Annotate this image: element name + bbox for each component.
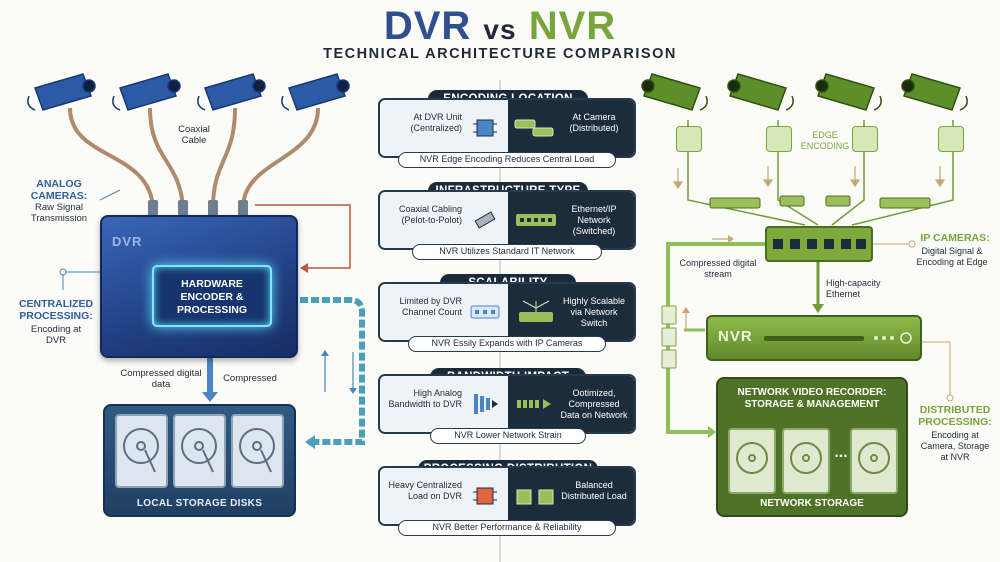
dvr-ports-icon — [470, 305, 500, 319]
processing-distribution-dvr: Heavy Centralized Load on DVR — [388, 480, 462, 501]
scalability-card: Limited by DVR Channel Count Highly Scal… — [378, 282, 636, 342]
infrastructure-type-dvr: Coaxial Cabling (Pelot-to-Polot) — [398, 204, 462, 225]
centralized-processing-title: CENTRALIZED PROCESSING: — [18, 298, 94, 322]
encoder-gear-icon — [766, 126, 792, 152]
scalability-footer: NVR Essily Expands with IP Cameras — [408, 336, 606, 352]
encoding-location-card: At DVR Unit (Centralized) At Camera (Dis… — [378, 98, 636, 158]
more-disks-ellipsis: ... — [834, 444, 848, 461]
analog-camera-row — [27, 73, 350, 111]
disk-platters — [123, 428, 275, 473]
encoder-gear-icon — [938, 126, 964, 152]
infrastructure-type-nvr: Ethernet/IP Network (Switched) — [571, 204, 617, 236]
ip-cameras-desc: Digital Signal & Encoding at Edge — [916, 246, 988, 267]
local-storage-label: LOCAL STORAGE DISKS — [136, 498, 263, 509]
encoder-gear-icon — [676, 126, 702, 152]
coax-connector-icon — [474, 211, 496, 229]
network-switch-icon — [516, 214, 556, 226]
bandwidth-impact-nvr: Ootimized, Compressed Data on Network — [560, 388, 628, 420]
bandwidth-impact-footer: NVR Lower Network Strain — [430, 428, 586, 444]
processing-distribution-footer: NVR Better Performance & Reliability — [398, 520, 616, 536]
nvr-front-panel — [764, 332, 912, 344]
distributed-processing-title: DISTRIBUTED PROCESSING: — [918, 404, 992, 428]
compressed-stream-icon — [517, 399, 551, 409]
encoding-location-dvr: At DVR Unit (Centralized) — [410, 112, 462, 133]
expanding-switch-icon — [519, 300, 553, 322]
chip-icon — [473, 119, 497, 137]
ip-camera-icon — [641, 73, 968, 111]
hardware-encoder-chip: HARDWARE ENCODER & PROCESSING — [152, 265, 272, 327]
processing-distribution-card: Heavy Centralized Load on DVR Balanced D… — [378, 466, 636, 526]
infrastructure-type-footer: NVR Utilizes Standard IT Network — [412, 244, 602, 260]
analog-cameras-title: ANALOG CAMERAS: — [30, 178, 88, 202]
page-title: DVR vs NVR — [0, 4, 1000, 49]
analog-cameras-desc: Raw Signal Transmission — [30, 202, 88, 224]
distributed-processing-desc: Encoding at Camera, Storage at NVR — [920, 430, 990, 462]
encoder-gear-icon — [852, 126, 878, 152]
page-subtitle: TECHNICAL ARCHITECTURE COMPARISON — [323, 46, 677, 62]
coaxial-cable-label: Coaxial Cable — [178, 124, 210, 146]
ip-camera-row — [641, 73, 968, 111]
analog-camera-icon — [27, 73, 350, 111]
scalability-dvr: Limited by DVR Channel Count — [399, 296, 462, 317]
title-nvr: NVR — [528, 4, 617, 48]
ip-cameras-title: IP CAMERAS: — [920, 232, 990, 244]
bandwidth-impact-dvr: High Analog Bandwidth to DVR — [388, 388, 462, 409]
dvr-unit-tag: DVR — [112, 234, 143, 249]
title-vs: vs — [483, 14, 517, 45]
encoding-location-footer: NVR Edge Encoding Reduces Central Load — [398, 152, 616, 168]
green-disk-platters — [736, 442, 890, 474]
nvr-unit-tag: NVR — [718, 328, 753, 345]
switch-ports — [773, 239, 866, 249]
compressed-label: Compressed — [223, 373, 277, 384]
title-dvr: DVR — [383, 4, 472, 48]
network-storage-label: NETWORK STORAGE — [760, 498, 864, 509]
camera-pair-icon — [514, 119, 554, 137]
encoding-location-nvr: At Camera (Distributed) — [569, 112, 619, 133]
hot-chip-icon — [473, 487, 497, 505]
centralized-processing-desc: Encoding at DVR — [30, 324, 82, 346]
recorder-title: NETWORK VIDEO RECORDER: STORAGE & MANAGE… — [737, 387, 887, 410]
compressed-data-label: Compressed digital data — [120, 368, 202, 390]
high-capacity-label: High-capacity Ethernet — [826, 278, 881, 299]
dual-chip-icon — [516, 489, 554, 505]
wide-signal-icon — [474, 394, 498, 414]
compressed-stream-label: Compressed digital stream — [679, 258, 757, 279]
processing-distribution-nvr: Balanced Distributed Load — [561, 480, 627, 501]
infrastructure-type-card: Coaxial Cabling (Pelot-to-Polot) Etherne… — [378, 190, 636, 250]
coaxial-cables — [68, 107, 320, 209]
scalability-nvr: Highly Scalable via Network Switch — [562, 296, 626, 328]
bandwidth-impact-card: High Analog Bandwidth to DVR Ootimized, … — [378, 374, 636, 434]
edge-encoding-label: EDGE ENCODING — [800, 130, 850, 151]
